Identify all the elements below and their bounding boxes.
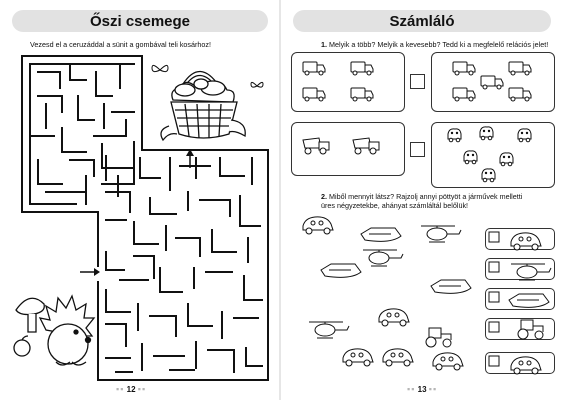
tractor-icon xyxy=(425,327,452,348)
helicopter-icon xyxy=(308,321,350,339)
helicopter-icon xyxy=(362,249,404,267)
left-page: Őszi csemege Vezesd el a ceruzáddal a sü… xyxy=(0,0,280,400)
task2-instruction: 2. Miből mennyit látsz? Rajzolj annyi pö… xyxy=(321,192,523,210)
hedgehog-illustration xyxy=(13,294,96,366)
relation-box-1[interactable] xyxy=(410,74,425,89)
car-icon xyxy=(342,348,374,367)
relation-box-2[interactable] xyxy=(410,142,425,157)
boat-icon xyxy=(320,263,362,278)
right-page-number: ▪▪ 13 ▪▪ xyxy=(407,384,438,394)
helicopter-icon xyxy=(510,263,552,281)
left-instruction: Vezesd el a ceruzáddal a sünit a gombáva… xyxy=(30,40,211,49)
right-page: Számláló 1. Melyik a több? Melyik a keve… xyxy=(281,0,561,400)
car-icon xyxy=(432,352,464,371)
boat-icon xyxy=(360,227,402,242)
maze-start-arrow-icon xyxy=(80,268,100,276)
maze[interactable] xyxy=(0,0,280,400)
helicopter-icon xyxy=(420,225,462,243)
left-page-number: ▪▪ 12 ▪▪ xyxy=(116,384,147,394)
boat-icon xyxy=(430,279,472,294)
tractor-icon xyxy=(517,319,544,340)
maze-exit-arrow-icon xyxy=(186,149,194,168)
boat-icon xyxy=(508,293,550,308)
butterfly-icon xyxy=(250,81,264,88)
left-page-title: Őszi csemege xyxy=(12,10,268,32)
car-icon xyxy=(378,308,410,327)
mushroom-basket-illustration xyxy=(160,70,246,142)
car-icon xyxy=(382,348,414,367)
butterfly-icon xyxy=(151,64,169,73)
car-icon xyxy=(510,356,542,375)
car-icon xyxy=(510,232,542,251)
page-gutter xyxy=(279,0,281,400)
task2-vehicle-drawings xyxy=(302,216,552,375)
right-page-title: Számláló xyxy=(293,10,551,32)
trucks-group-right xyxy=(431,52,555,112)
car-icon xyxy=(302,216,334,235)
dumpers-group-left xyxy=(291,122,405,176)
task1-instruction: 1. Melyik a több? Melyik a kevesebb? Ted… xyxy=(321,40,549,49)
